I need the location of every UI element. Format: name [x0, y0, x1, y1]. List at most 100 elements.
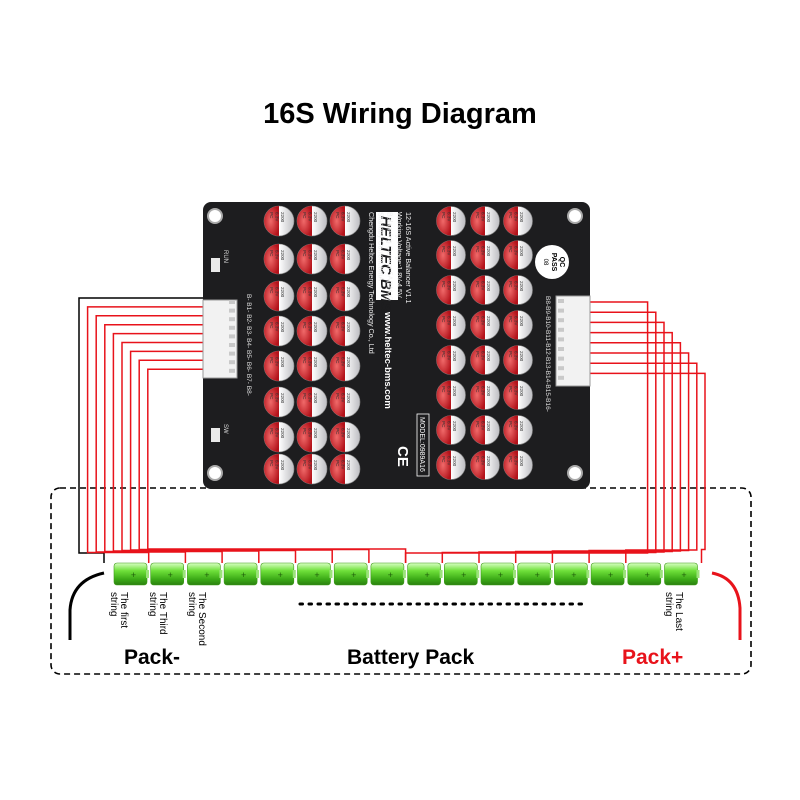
pack-plus-label: Pack+ [622, 646, 684, 669]
svg-text:2200: 2200 [519, 386, 524, 397]
mount-hole-top-right [567, 208, 583, 224]
svg-text:PC: PC [269, 212, 274, 219]
svg-text:PC: PC [508, 316, 513, 323]
svg-text:6.3V: 6.3V [275, 460, 280, 470]
svg-text:2200: 2200 [313, 393, 318, 404]
svg-text:2200: 2200 [452, 316, 457, 327]
connector-pin [558, 356, 564, 361]
svg-text:6.3V: 6.3V [341, 287, 346, 297]
svg-text:2200: 2200 [519, 351, 524, 362]
sw-switch [211, 428, 220, 442]
balance-wire-right [590, 362, 698, 563]
svg-text:6.3V: 6.3V [341, 250, 346, 260]
svg-text:PC: PC [269, 322, 274, 329]
svg-text:6.3V: 6.3V [481, 351, 486, 361]
connector-pin [558, 318, 564, 323]
svg-text:+: + [131, 570, 136, 580]
right-connector-pins [558, 299, 564, 380]
svg-text:6.3V: 6.3V [275, 393, 280, 403]
svg-text:6.3V: 6.3V [341, 428, 346, 438]
left-connector [202, 299, 238, 379]
svg-text:2200: 2200 [313, 322, 318, 333]
svg-text:2200: 2200 [519, 281, 524, 292]
svg-text:PC: PC [302, 428, 307, 435]
battery-cell: + [407, 562, 443, 586]
balance-wire-left [129, 350, 333, 563]
connector-pin [558, 366, 564, 371]
svg-text:2200: 2200 [486, 246, 491, 257]
svg-text:6.3V: 6.3V [308, 460, 313, 470]
battery-pack-label: Battery Pack [347, 646, 475, 669]
connector-pin [229, 334, 235, 339]
left-connector-pins [229, 300, 235, 373]
svg-text:PC: PC [441, 281, 446, 288]
qc-pass-sticker: QC PASS 08 [535, 245, 569, 279]
svg-text:6.3V: 6.3V [447, 421, 452, 431]
ce-mark: CE [394, 446, 411, 467]
svg-text:The Second: The Second [196, 592, 207, 646]
svg-text:PC: PC [475, 281, 480, 288]
balance-wire-right [588, 352, 690, 563]
svg-text:6.3V: 6.3V [481, 212, 486, 222]
balance-wire-left [104, 323, 223, 563]
balance-wire-left [121, 341, 297, 563]
svg-text:PC: PC [269, 428, 274, 435]
mount-hole-top-left [207, 208, 223, 224]
svg-text:+: + [424, 570, 429, 580]
svg-text:2200: 2200 [313, 357, 318, 368]
svg-text:+: + [461, 570, 466, 580]
run-led [211, 258, 220, 272]
pack-minus-lead [68, 571, 105, 640]
svg-text:2200: 2200 [486, 316, 491, 327]
balance-wire-right [590, 372, 706, 563]
svg-text:+: + [204, 570, 209, 580]
svg-text:6.3V: 6.3V [308, 212, 313, 222]
svg-text:2200: 2200 [346, 322, 351, 333]
svg-text:6.3V: 6.3V [308, 393, 313, 403]
svg-text:2200: 2200 [346, 393, 351, 404]
connector-pin [558, 347, 564, 351]
model-label: MODEL:0989A16 [416, 413, 430, 477]
board-website: www.heltec-bms.com [382, 311, 393, 409]
svg-text:6.3V: 6.3V [341, 460, 346, 470]
mount-hole-bottom-left [207, 465, 223, 481]
svg-text:2200: 2200 [486, 456, 491, 467]
string-label-last: The Last string [663, 592, 684, 631]
spec-line: Chengdu Heltec Energy Technology Co., Lt… [367, 212, 376, 354]
svg-text:+: + [681, 570, 686, 580]
svg-text:2200: 2200 [313, 460, 318, 471]
svg-text:6.3V: 6.3V [275, 212, 280, 222]
svg-text:6.3V: 6.3V [308, 287, 313, 297]
svg-text:2200: 2200 [452, 421, 457, 432]
svg-text:2200: 2200 [486, 421, 491, 432]
svg-text:PC: PC [475, 456, 480, 463]
svg-text:string: string [147, 592, 158, 616]
svg-text:2200: 2200 [452, 212, 457, 223]
svg-text:string: string [186, 592, 197, 616]
svg-text:6.3V: 6.3V [447, 281, 452, 291]
svg-text:The first: The first [118, 592, 129, 628]
svg-text:2200: 2200 [346, 428, 351, 439]
svg-text:PC: PC [269, 393, 274, 400]
connector-pin [229, 343, 235, 347]
svg-text:The Third: The Third [157, 592, 168, 635]
svg-text:2200: 2200 [313, 212, 318, 223]
